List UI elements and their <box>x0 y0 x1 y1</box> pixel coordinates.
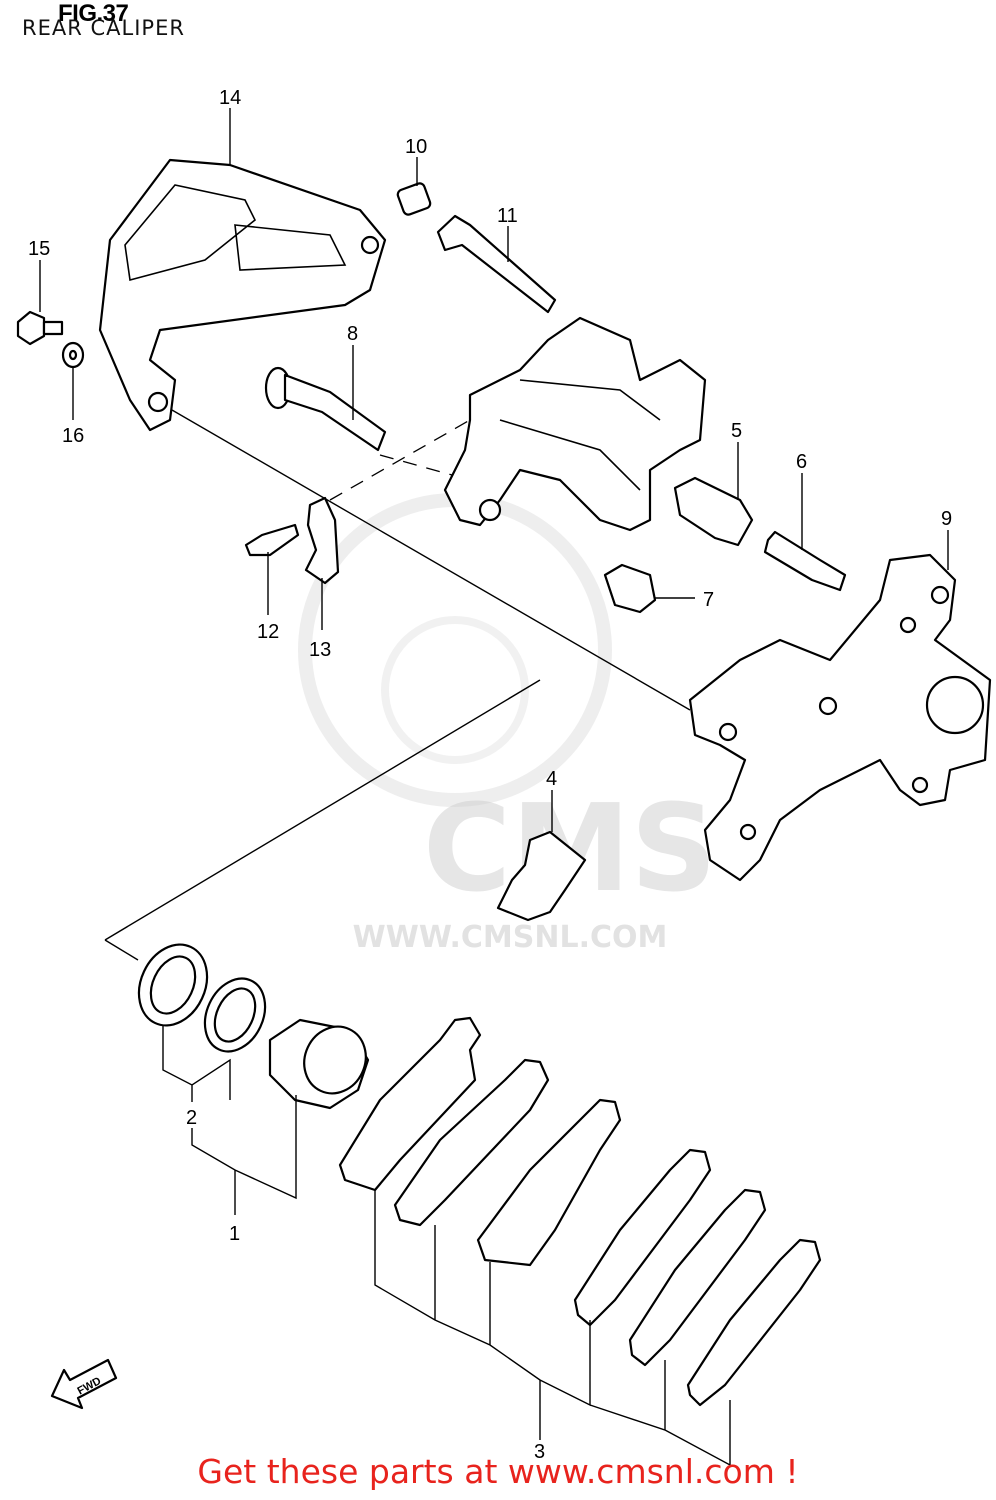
piston-seal-part[interactable] <box>126 933 220 1036</box>
callout-11: 11 <box>497 205 518 227</box>
slide-pin-part[interactable] <box>436 214 557 314</box>
dust-seal-part[interactable] <box>194 969 277 1062</box>
pin-bolt-part[interactable] <box>264 366 387 452</box>
callout-8: 8 <box>347 323 358 345</box>
footer-cta[interactable]: Get these parts at www.cmsnl.com ! <box>197 1452 799 1491</box>
callout-15: 15 <box>28 238 50 260</box>
callout-1: 1 <box>229 1223 240 1245</box>
callout-10: 10 <box>405 136 427 158</box>
pin-cap-part[interactable] <box>396 182 432 216</box>
callout-3: 3 <box>534 1441 545 1463</box>
watermark-url: WWW.CMSNL.COM <box>352 920 668 955</box>
bolt-part-6[interactable] <box>763 530 847 592</box>
sleeve-part[interactable] <box>673 476 754 547</box>
callout-9: 9 <box>941 508 952 530</box>
callout-14: 14 <box>219 87 241 109</box>
brake-pad-shim-part[interactable] <box>338 1016 822 1407</box>
piston-part[interactable] <box>268 1017 377 1110</box>
nut-part[interactable] <box>603 563 657 614</box>
caliper-body-part[interactable] <box>443 316 707 532</box>
callout-2: 2 <box>186 1107 197 1129</box>
bleeder-valve-part[interactable] <box>244 523 300 557</box>
watermark-logo <box>298 493 612 807</box>
callout-13: 13 <box>309 639 331 661</box>
figure-subtitle: REAR CALIPER <box>22 16 185 40</box>
callout-labels: 14 10 11 15 16 8 5 6 9 7 12 13 4 2 1 3 <box>28 87 952 1463</box>
bleeder-plate-part[interactable] <box>304 496 340 585</box>
caliper-guard-part[interactable] <box>98 158 387 432</box>
callout-16: 16 <box>62 425 84 447</box>
pad-spring-part[interactable] <box>496 830 587 922</box>
callout-7: 7 <box>703 589 714 611</box>
forward-direction-arrow: FWD <box>50 1358 118 1410</box>
washer-part[interactable] <box>61 341 85 369</box>
bolt-part[interactable] <box>16 310 64 346</box>
figure-number: FIG.37 <box>58 0 129 27</box>
callout-6: 6 <box>796 451 807 473</box>
callout-4: 4 <box>546 768 557 790</box>
caliper-bracket-part[interactable] <box>688 553 992 882</box>
callout-12: 12 <box>257 621 279 643</box>
callout-5: 5 <box>731 420 742 442</box>
leader-lines <box>39 108 949 1467</box>
